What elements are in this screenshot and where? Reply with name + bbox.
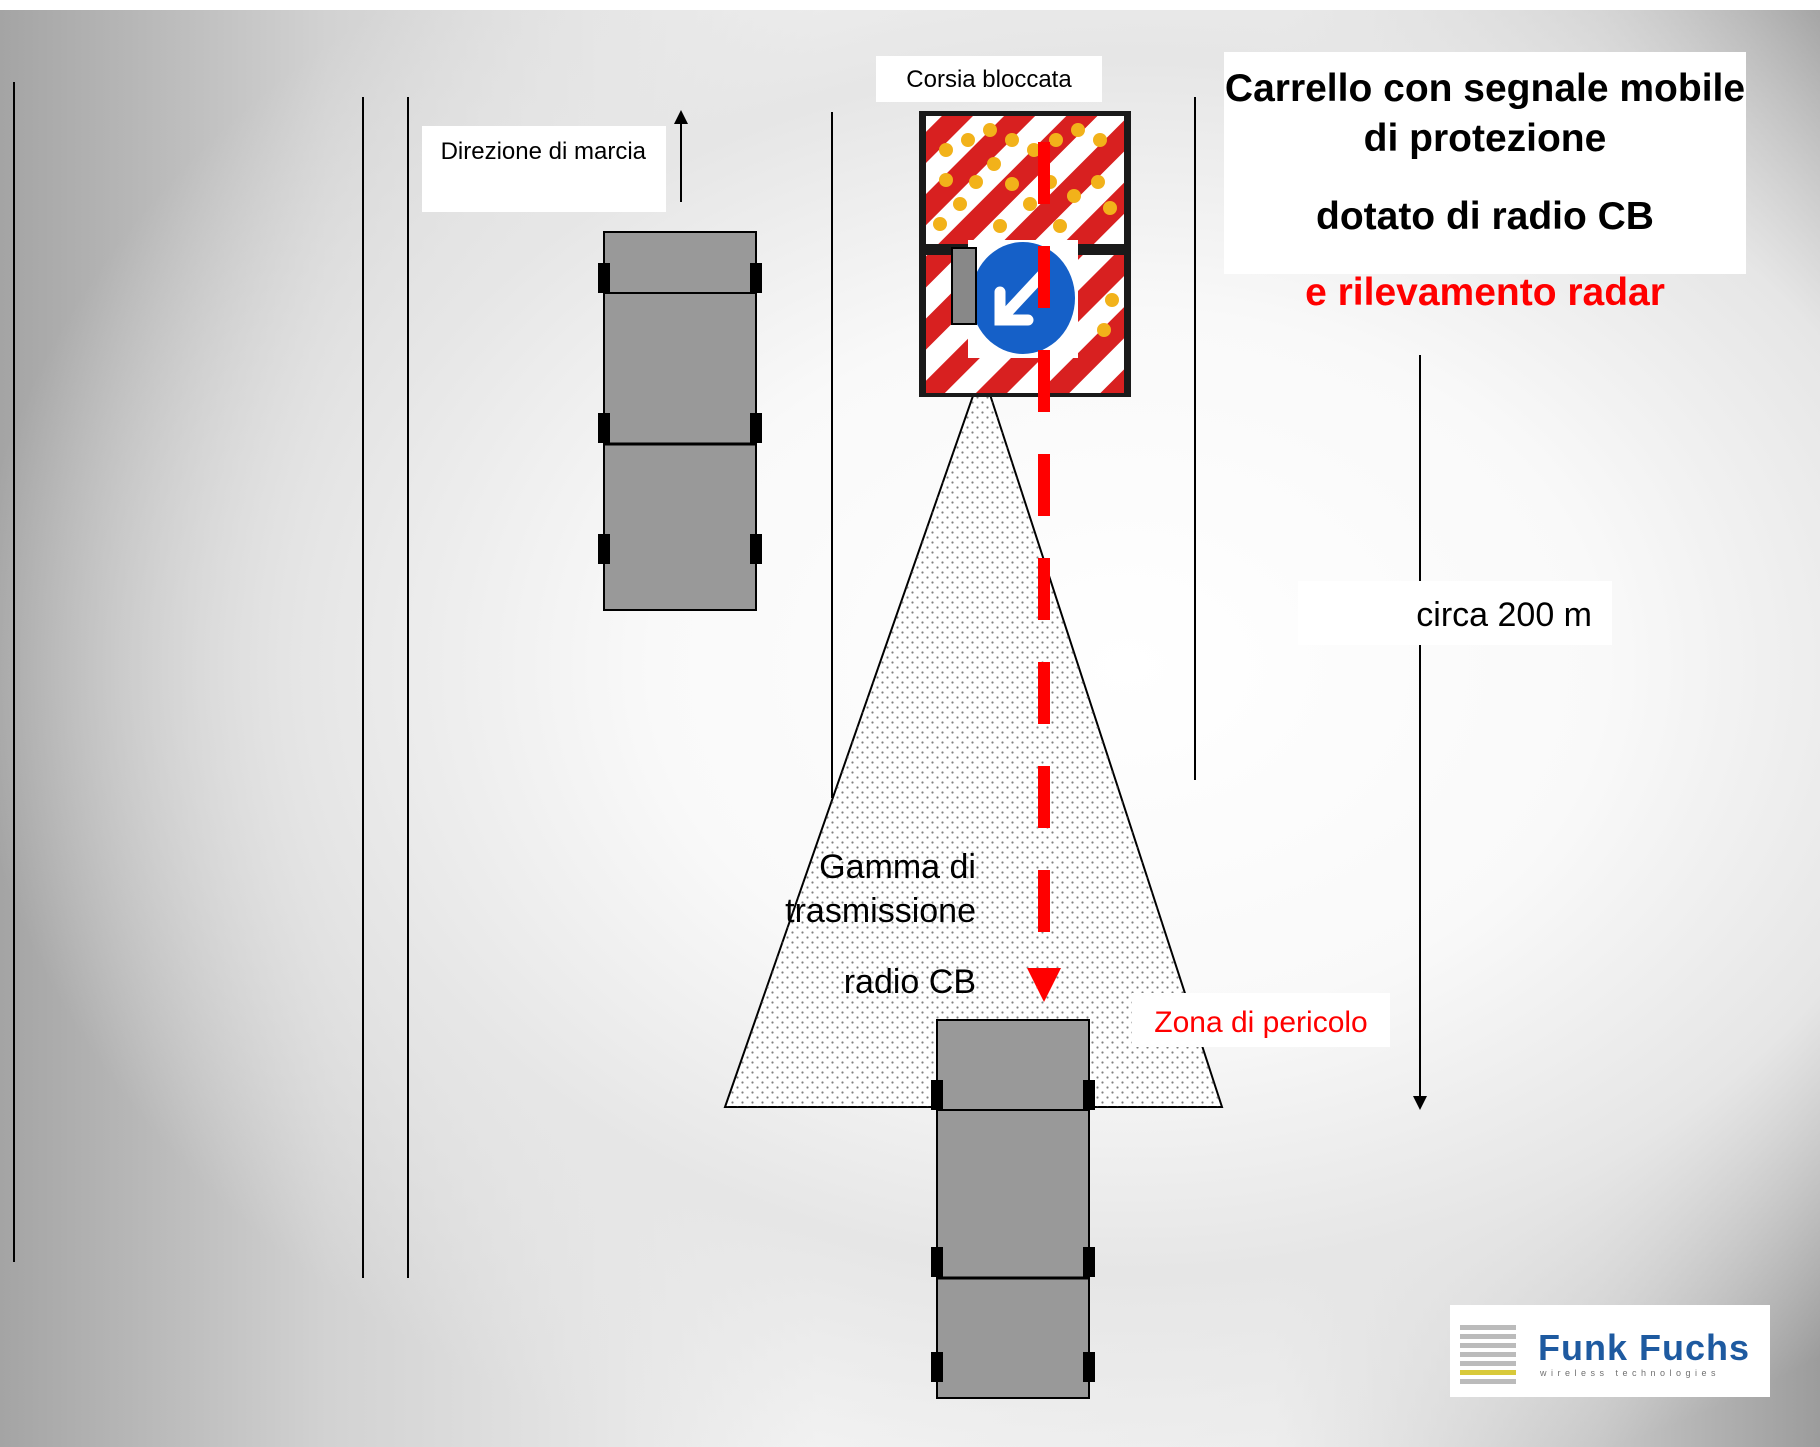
mobile-signal-trailer bbox=[919, 111, 1131, 397]
danger-zone-label: Zona di pericolo bbox=[1132, 993, 1390, 1047]
blocked-lane-label: Corsia bloccata bbox=[876, 56, 1102, 102]
range-label-line-1: Gamma di trasmissione bbox=[785, 848, 976, 930]
car-bottom bbox=[931, 1019, 1095, 1399]
arrow-lamps bbox=[933, 123, 1119, 337]
title-line-2: dotato di radio CB bbox=[1316, 195, 1654, 238]
car-top bbox=[598, 231, 762, 611]
keep-left-arrow bbox=[994, 268, 1049, 326]
danger-zone-line bbox=[1027, 142, 1061, 1002]
direction-label: Direzione di marcia bbox=[422, 126, 666, 212]
top-border bbox=[0, 0, 1820, 10]
distance-label: circa 200 m bbox=[1298, 581, 1612, 645]
title-box bbox=[1224, 52, 1746, 274]
logo-brand-name: Funk Fuchs bbox=[1538, 1327, 1751, 1368]
title-line-1: Carrello con segnale mobile di protezion… bbox=[1224, 67, 1746, 160]
distance-arrow bbox=[1413, 355, 1427, 1110]
direction-arrow bbox=[674, 110, 688, 202]
logo-tagline: wireless technologies bbox=[1540, 1368, 1721, 1378]
title-line-3: e rilevamento radar bbox=[1305, 271, 1665, 314]
range-label-line-2: radio CB bbox=[843, 963, 976, 1001]
lane-lines bbox=[13, 82, 1196, 1278]
radar-box bbox=[951, 247, 977, 325]
